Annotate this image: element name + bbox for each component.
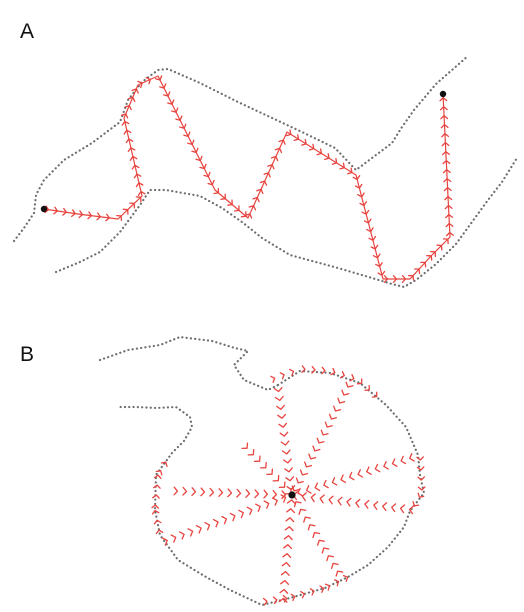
panel-a: A — [0, 0, 524, 305]
rim-bottom — [264, 576, 348, 605]
spoke-8-chevrons — [163, 495, 286, 545]
spoke-6-chevrons — [295, 502, 343, 576]
boundary-outline — [14, 56, 517, 287]
spoke-2-chevrons — [274, 388, 294, 490]
node-center — [288, 491, 295, 498]
panel-a-diagram — [0, 0, 524, 305]
spoke-1 — [242, 443, 291, 494]
spoke-9 — [174, 487, 285, 498]
spoke-1-chevrons — [242, 443, 291, 494]
spoke-3 — [292, 382, 353, 491]
spoke-4 — [298, 454, 414, 496]
endpoint-nodes — [41, 91, 446, 212]
spoke-2 — [274, 388, 294, 490]
node-start — [41, 206, 47, 212]
spoke-6 — [295, 502, 343, 576]
rim-left-chevrons — [152, 462, 167, 533]
spoke-7-chevrons — [279, 500, 295, 602]
spoke-8 — [163, 495, 286, 545]
path-a-line — [44, 76, 450, 279]
panel-b-diagram — [0, 305, 524, 612]
spoke-4-chevrons — [298, 454, 414, 496]
rim-left — [152, 462, 167, 533]
boundary-outline-b — [120, 371, 424, 605]
spoke-5-chevrons — [293, 492, 413, 514]
boundary-outline — [100, 337, 424, 605]
rim-bottom-chevrons — [264, 576, 348, 605]
spoke-3-chevrons — [292, 382, 353, 491]
spoke-9-chevrons — [174, 487, 285, 498]
radial-paths — [152, 366, 425, 605]
spoke-5 — [293, 492, 413, 514]
panel-b: B — [0, 305, 524, 612]
boundary-upper-notch — [100, 337, 278, 390]
rim-top-chevrons — [271, 366, 377, 397]
node-end — [440, 91, 446, 97]
rim-top — [271, 366, 377, 397]
spoke-7 — [279, 500, 295, 602]
center-node — [288, 491, 295, 498]
boundary-lower-line — [56, 158, 517, 287]
